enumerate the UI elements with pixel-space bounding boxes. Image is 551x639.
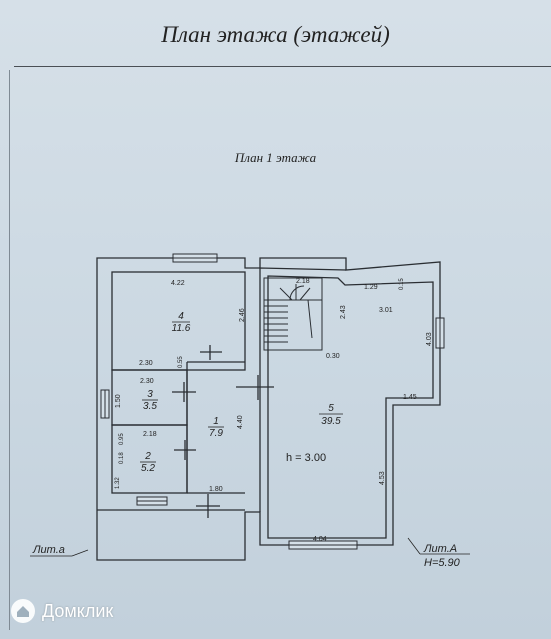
dim-1-50: 1.50 [115,394,122,408]
room-4-area: 11.6 [172,323,191,334]
title-underline [14,66,551,67]
dim-3-01: 3.01 [379,307,393,314]
room-4-number: 4 [178,311,184,322]
room-5-area: 39.5 [321,416,341,427]
wall-room5 [259,267,347,512]
room-1-area: 7.9 [209,428,223,439]
ceiling-height-label: h = 3.00 [286,452,326,464]
dim-1-45: 1.45 [403,394,417,401]
dim-2-30-b: 2.30 [140,378,154,385]
room-5-number: 5 [328,403,334,414]
dim-4-40: 4.40 [237,415,244,429]
document-title: План этажа (этажей) [161,22,390,47]
dim-0-55: 0.55 [178,356,184,368]
dim-2-18-bottom: 2.18 [143,431,157,438]
dim-4-04: 4.04 [313,536,327,543]
wall-room1 [186,361,245,494]
dim-2-18-top: 2.18 [296,278,310,285]
dim-0-15: 0.15 [399,278,405,290]
dim-0-95: 0.95 [119,433,125,445]
outer-wall [96,257,441,561]
dim-4-53: 4.53 [379,471,386,485]
dim-2-46: 2.46 [239,308,246,322]
staircase [263,277,323,351]
room-3-number: 3 [147,389,153,400]
dim-2-30-a: 2.30 [139,360,153,367]
building-height-label: H=5.90 [424,557,461,569]
inner-big-room [267,275,434,539]
dim-1-80: 1.80 [209,486,223,493]
plan-subtitle: План 1 этажа [234,150,317,165]
room-1-number: 1 [213,416,219,427]
margin-line [9,70,10,630]
dim-0-30: 0.30 [326,353,340,360]
room-3-area: 3.5 [143,401,157,412]
room-2-area: 5.2 [141,463,155,474]
dim-4-03: 4.03 [426,332,433,346]
dim-4-22: 4.22 [171,280,185,287]
room-2-number: 2 [144,451,151,462]
watermark-text: Домклик [42,600,114,621]
dim-0-18: 0.18 [119,452,125,464]
domclick-watermark: Домклик [10,596,113,626]
dim-1-32: 1.32 [115,477,121,489]
dim-1-29: 1.29 [364,284,378,291]
lit-a-label: Лит.А [423,543,457,555]
dim-2-43: 2.43 [340,305,347,319]
home-logo-icon [11,599,35,623]
lit-a-small-label: Лит.а [32,544,65,556]
